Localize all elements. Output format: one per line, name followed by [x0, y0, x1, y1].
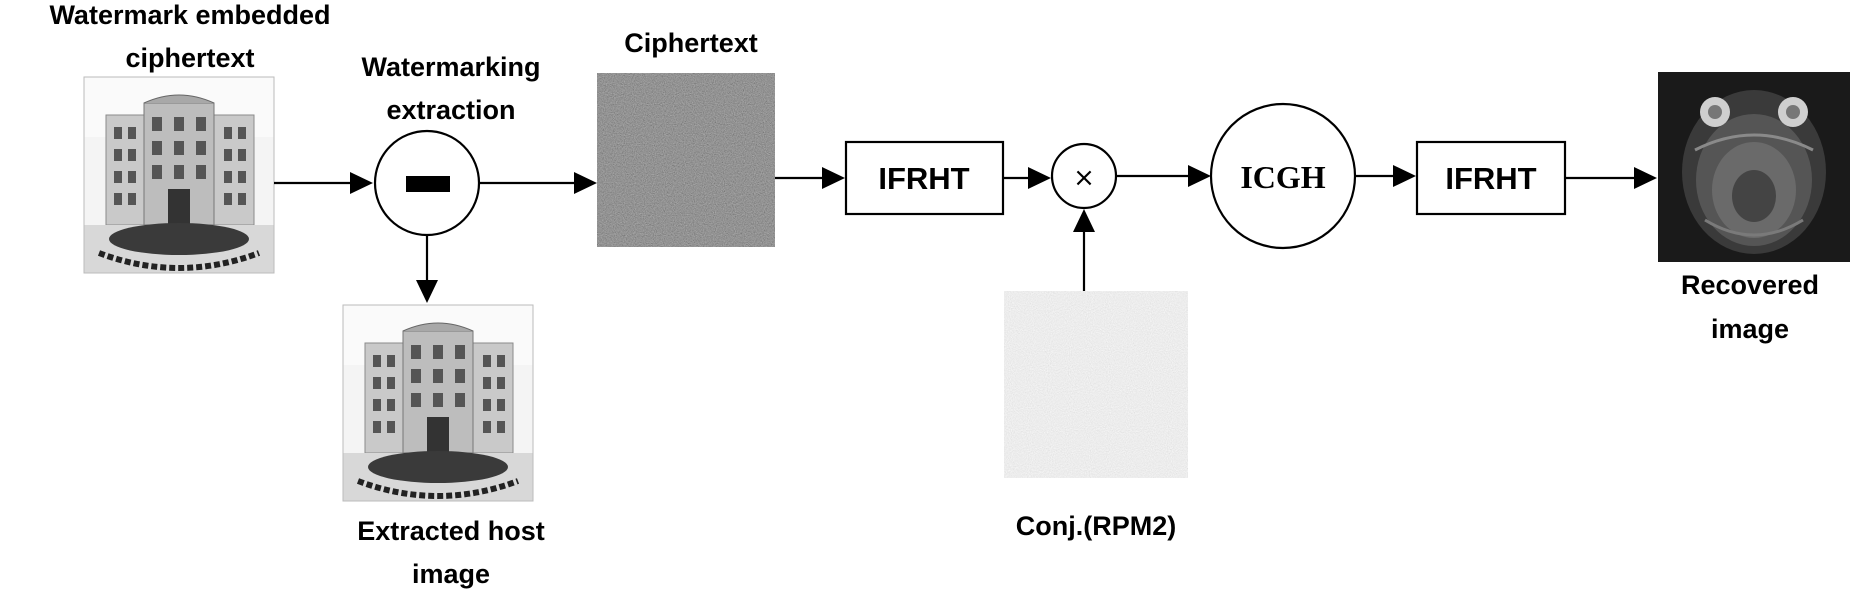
label-watermarking-2: extraction	[386, 95, 515, 125]
ifrht-block-2	[1415, 140, 1567, 216]
recovered-image	[1658, 72, 1850, 262]
icgh-label: ICGH	[1240, 159, 1325, 195]
ifrht-label-2: IFRHT	[1445, 161, 1536, 196]
label-watermark-embedded-1: Watermark embedded	[49, 0, 330, 30]
label-extracted-1: Extracted host	[357, 516, 545, 546]
multiply-icon: ×	[1073, 163, 1095, 193]
arrowhead	[1188, 165, 1211, 187]
label-watermarking-1: Watermarking	[361, 52, 540, 82]
arrowhead	[574, 172, 597, 194]
label-conj-rpm2: Conj.(RPM2)	[1016, 511, 1176, 541]
arrowhead	[1393, 165, 1416, 187]
arrowhead	[350, 172, 373, 194]
label-extracted-2: image	[412, 559, 490, 589]
arrowhead	[1073, 209, 1095, 232]
extracted-host-image	[343, 305, 533, 501]
arrowhead	[416, 280, 438, 303]
rpm2-noise	[1004, 291, 1188, 478]
watermark-embedded-image	[84, 77, 274, 273]
arrowhead	[822, 167, 845, 189]
label-recovered-2: image	[1711, 314, 1789, 344]
label-watermark-embedded-2: ciphertext	[125, 43, 254, 73]
ciphertext-noise	[597, 73, 775, 247]
label-ciphertext: Ciphertext	[624, 28, 758, 58]
arrowhead	[1028, 167, 1051, 189]
label-recovered-1: Recovered	[1681, 270, 1819, 300]
ifrht-label-1: IFRHT	[878, 161, 969, 196]
minus-bar-icon	[406, 176, 450, 192]
arrowhead	[1634, 167, 1657, 189]
